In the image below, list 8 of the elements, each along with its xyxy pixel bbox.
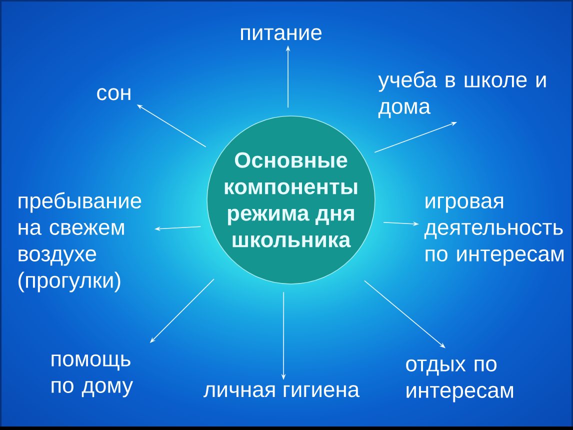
- text-label: личная гигиена: [204, 385, 360, 398]
- text-label: отдых по интересам: [406, 359, 514, 402]
- text-label: пребывание на свежем воздухе (прогулки): [18, 192, 142, 292]
- text-label: игровая деятельность по интересам: [424, 196, 564, 266]
- text-label: помощь по дому: [52, 354, 134, 398]
- text-label: учеба в школе и дома: [378, 71, 546, 118]
- text-label: сон: [97, 88, 130, 100]
- text-label: питание: [241, 28, 322, 40]
